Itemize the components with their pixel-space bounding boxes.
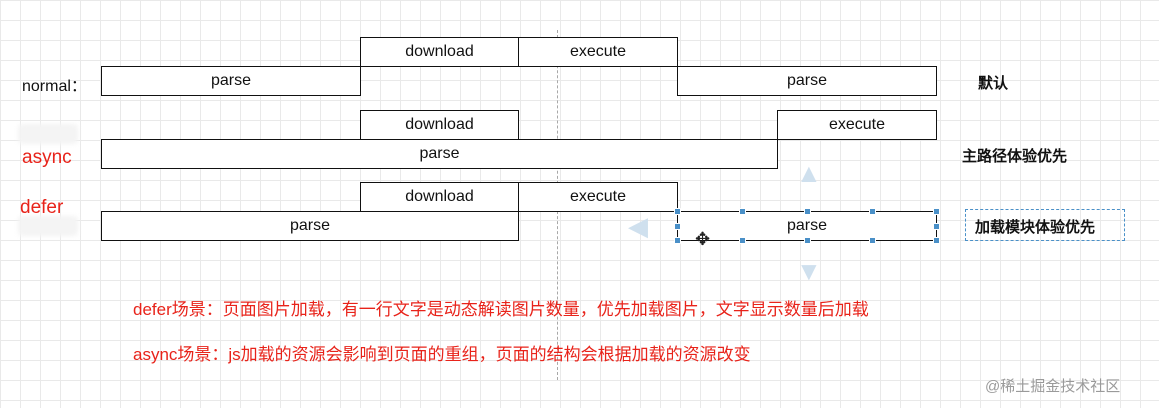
async-execute-box[interactable]: execute	[777, 110, 937, 140]
resize-handle[interactable]	[933, 208, 940, 215]
resize-handle[interactable]	[674, 223, 681, 230]
resize-handle[interactable]	[933, 223, 940, 230]
alignment-arrow-down-icon: ▼	[796, 256, 822, 286]
defer-row-label: defer	[20, 197, 64, 218]
resize-handle[interactable]	[674, 237, 681, 244]
blurred-area	[18, 124, 78, 144]
normal-row-label: normal：	[22, 78, 87, 95]
async-caption: async场景：js加载的资源会影响到页面的重组，页面的结构会根据加载的资源改变	[133, 345, 751, 364]
alignment-arrow-up-icon: ▲	[796, 158, 822, 188]
alignment-arrow-left-icon: ◀	[628, 211, 648, 241]
normal-parse-after-box[interactable]: parse	[677, 66, 937, 96]
resize-handle[interactable]	[674, 208, 681, 215]
defer-note-selection[interactable]	[965, 209, 1125, 241]
resize-handle[interactable]	[739, 237, 746, 244]
normal-execute-box[interactable]: execute	[518, 37, 678, 67]
resize-handle[interactable]	[869, 237, 876, 244]
normal-parse-before-box[interactable]: parse	[101, 66, 361, 96]
resize-handle[interactable]	[804, 208, 811, 215]
defer-parse-after-box[interactable]: parse	[677, 211, 937, 241]
defer-caption: defer场景：页面图片加载，有一行文字是动态解读图片数量，优先加载图片，文字显…	[133, 300, 869, 319]
normal-note: 默认	[978, 75, 1009, 92]
blurred-area	[18, 216, 78, 236]
resize-handle[interactable]	[739, 208, 746, 215]
move-cursor-icon: ✥	[695, 229, 711, 249]
async-parse-box[interactable]: parse	[101, 139, 778, 169]
async-download-box[interactable]: download	[360, 110, 519, 140]
defer-download-box[interactable]: download	[360, 182, 519, 212]
resize-handle[interactable]	[933, 237, 940, 244]
resize-handle[interactable]	[804, 237, 811, 244]
resize-handle[interactable]	[869, 208, 876, 215]
defer-parse-before-box[interactable]: parse	[101, 211, 519, 241]
async-note: 主路径体验优先	[962, 148, 1068, 165]
async-row-label: async	[22, 147, 72, 168]
watermark: @稀土掘金技术社区	[985, 378, 1121, 395]
normal-download-box[interactable]: download	[360, 37, 519, 67]
defer-execute-box[interactable]: execute	[518, 182, 678, 212]
defer-note: 加载模块体验优先	[975, 219, 1096, 236]
